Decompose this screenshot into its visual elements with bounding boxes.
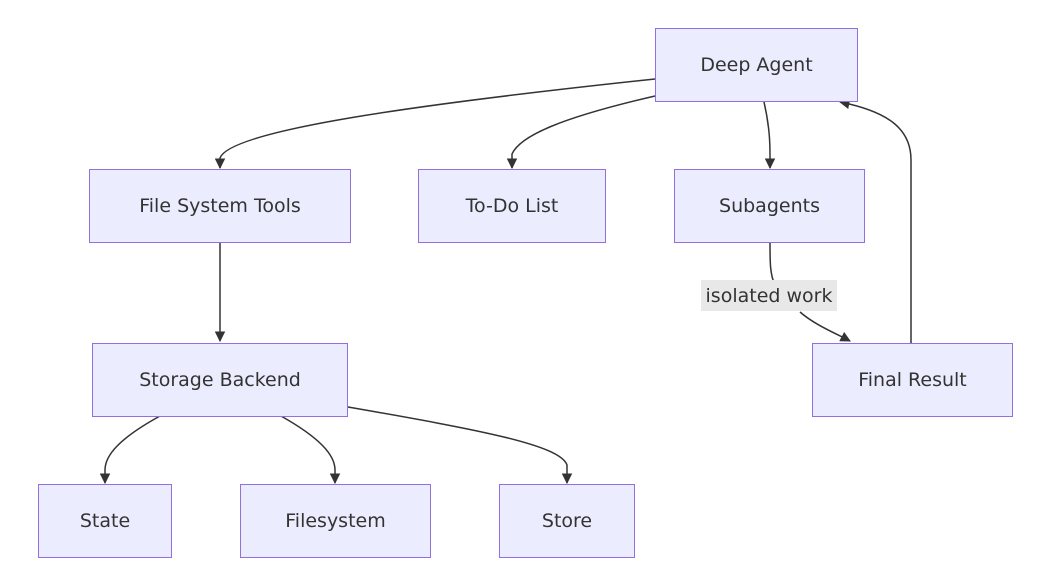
node-file-system-tools[interactable]: File System Tools <box>89 169 351 243</box>
node-final-result[interactable]: Final Result <box>812 343 1013 417</box>
edge-deep-agent-to-subagents <box>763 101 776 170</box>
edge-label-isolated-work: isolated work <box>701 280 837 311</box>
edge-final-result-to-deep-agent <box>838 98 912 343</box>
node-todo-list[interactable]: To-Do List <box>418 169 606 243</box>
node-subagents-label: Subagents <box>719 195 820 217</box>
edge-storage-backend-to-filesystem <box>280 415 341 485</box>
edge-deep-agent-to-todo-list <box>506 95 656 170</box>
node-deep-agent-label: Deep Agent <box>700 54 813 76</box>
node-state[interactable]: State <box>38 484 172 558</box>
edge-label-isolated-work-text: isolated work <box>705 284 833 307</box>
edge-deep-agent-to-file-system-tools <box>214 78 656 170</box>
node-store[interactable]: Store <box>499 484 635 558</box>
edge-storage-backend-to-state <box>99 415 161 485</box>
node-storage-backend[interactable]: Storage Backend <box>92 343 348 417</box>
node-store-label: Store <box>541 510 593 532</box>
node-deep-agent[interactable]: Deep Agent <box>655 28 858 102</box>
node-todo-list-label: To-Do List <box>465 195 559 217</box>
node-file-system-tools-label: File System Tools <box>139 195 301 217</box>
node-state-label: State <box>79 510 131 532</box>
node-filesystem-label: Filesystem <box>285 510 386 532</box>
node-final-result-label: Final Result <box>858 369 967 391</box>
node-storage-backend-label: Storage Backend <box>139 369 301 391</box>
node-subagents[interactable]: Subagents <box>674 169 865 243</box>
node-filesystem[interactable]: Filesystem <box>240 484 431 558</box>
edge-storage-backend-to-store <box>347 406 573 485</box>
